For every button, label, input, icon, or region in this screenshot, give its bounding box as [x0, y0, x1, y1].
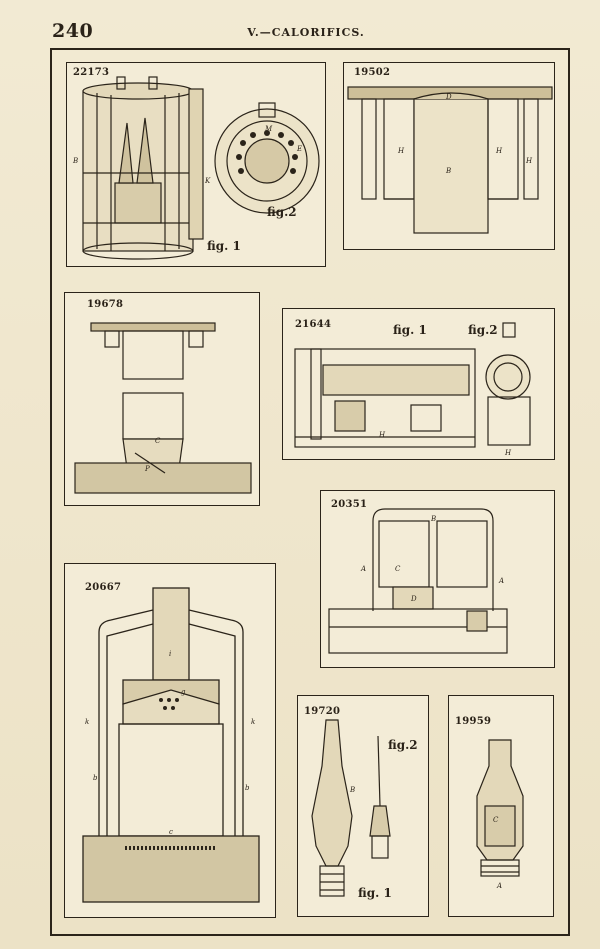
- patent-panel-20351: 20351 C D B A A: [320, 490, 555, 668]
- patent-panel-19720: 19720 B fig.2 fig. 1: [297, 695, 429, 917]
- stove-drawing: B K E M: [72, 76, 320, 260]
- figure-label: fig. 1: [393, 323, 427, 337]
- svg-text:g: g: [181, 688, 186, 696]
- svg-text:H: H: [397, 147, 405, 155]
- figure-label: fig.2: [388, 738, 418, 752]
- svg-text:D: D: [445, 93, 452, 101]
- page-number: 240: [52, 20, 94, 42]
- boiler-drawing: H H: [294, 322, 531, 457]
- patent-number: 20351: [331, 499, 368, 510]
- burner-drawing: B: [311, 719, 391, 897]
- patent-panel-21644: 21644 H H fig. 1 fig.2: [282, 308, 555, 460]
- patent-number: 19678: [87, 299, 124, 310]
- svg-text:A: A: [496, 882, 502, 890]
- figure-label: fig. 1: [358, 886, 392, 900]
- patent-number: 22173: [73, 67, 110, 78]
- figure-label: fig.2: [267, 205, 297, 219]
- lamp-burner-drawing: C A: [476, 739, 524, 890]
- patent-number: 19959: [455, 716, 492, 727]
- svg-text:c: c: [169, 828, 173, 836]
- patent-number: 20667: [85, 582, 122, 593]
- plate-frame: [50, 48, 570, 936]
- heater-section-drawing: D B H H H: [347, 86, 553, 234]
- svg-text:i: i: [169, 650, 171, 658]
- svg-text:H: H: [504, 449, 512, 457]
- svg-text:b: b: [245, 784, 250, 792]
- svg-text:C: C: [155, 437, 161, 445]
- patent-panel-22173: 22173: [66, 62, 326, 267]
- svg-text:M: M: [264, 125, 273, 133]
- svg-text:k: k: [251, 718, 255, 726]
- svg-text:k: k: [85, 718, 89, 726]
- stove-section-drawing: i g k k b b c: [82, 587, 260, 903]
- patent-panel-19959: 19959 C A: [448, 695, 554, 917]
- patent-number: 19502: [354, 67, 391, 78]
- svg-text:H: H: [525, 157, 533, 165]
- svg-text:C: C: [493, 816, 499, 824]
- svg-text:B: B: [445, 167, 451, 175]
- svg-text:b: b: [93, 774, 98, 782]
- svg-text:P: P: [144, 465, 150, 473]
- svg-text:B: B: [349, 786, 355, 794]
- svg-text:A: A: [360, 565, 366, 573]
- running-head: V.—CALORIFICS.: [247, 26, 365, 39]
- patent-number: 19720: [304, 706, 341, 717]
- svg-text:D: D: [410, 595, 417, 603]
- page-header: 240 V.—CALORIFICS.: [52, 18, 560, 44]
- svg-text:B: B: [430, 515, 436, 523]
- figure-label: fig.2: [468, 323, 498, 337]
- svg-text:H: H: [495, 147, 503, 155]
- svg-text:H: H: [378, 431, 386, 439]
- svg-text:C: C: [395, 565, 401, 573]
- svg-text:K: K: [204, 177, 211, 185]
- svg-text:E: E: [296, 145, 302, 153]
- patent-panel-20667: 20667 i g k k b: [64, 563, 276, 918]
- svg-text:A: A: [498, 577, 504, 585]
- patent-number: 21644: [295, 319, 332, 330]
- flue-drawing: C P: [74, 322, 252, 494]
- patent-panel-19502: 19502 D B H H H: [343, 62, 555, 250]
- svg-text:B: B: [72, 157, 78, 165]
- furnace-drawing: C D B A A: [328, 508, 508, 654]
- figure-label: fig. 1: [207, 239, 241, 253]
- patent-panel-19678: 19678 C P: [64, 292, 260, 506]
